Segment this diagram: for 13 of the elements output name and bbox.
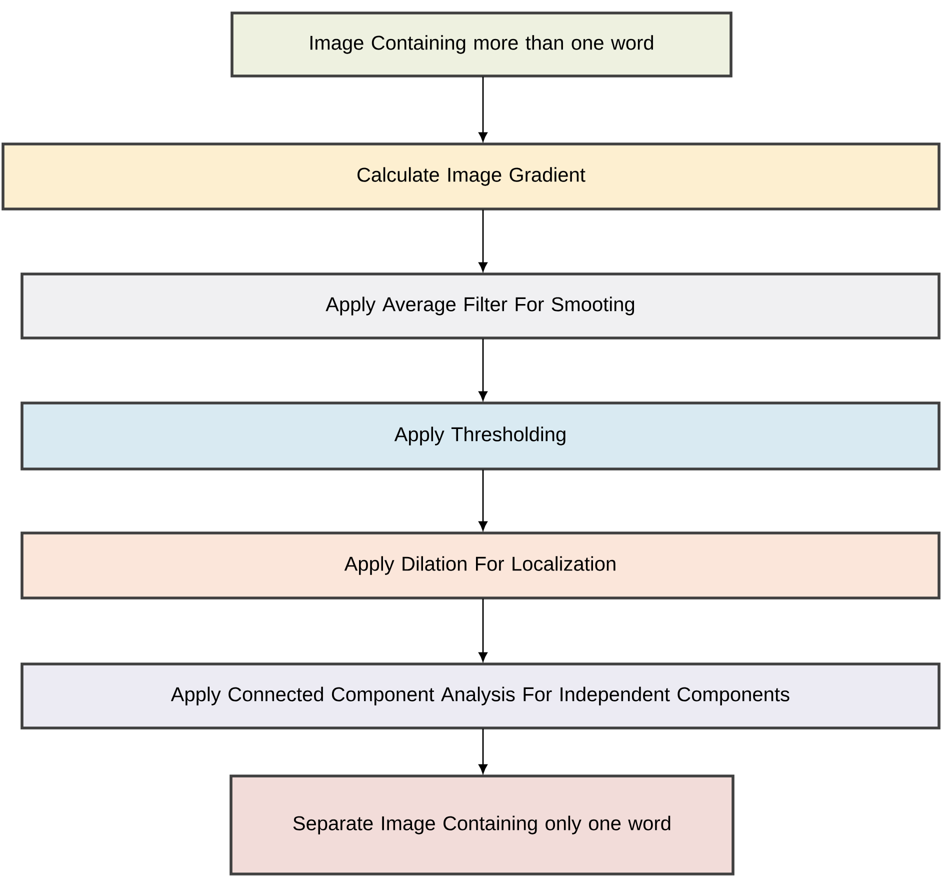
arrow — [478, 338, 488, 401]
process-box: Apply Thresholding — [20, 402, 940, 470]
process-box: Apply Average Filter For Smooting — [20, 272, 940, 340]
arrow — [478, 210, 488, 272]
process-box: Image Containing more than one word — [230, 12, 732, 78]
process-box: Calculate Image Gradient — [2, 142, 940, 210]
arrow — [478, 76, 488, 142]
process-box: Apply Connected Component Analysis For Independent Components — [20, 662, 940, 730]
process-box: Separate Image Containing only one word — [230, 774, 734, 876]
arrow — [478, 728, 488, 774]
arrow — [478, 598, 488, 662]
process-box: Apply Dilation For Localization — [20, 532, 940, 600]
arrow — [478, 470, 488, 531]
